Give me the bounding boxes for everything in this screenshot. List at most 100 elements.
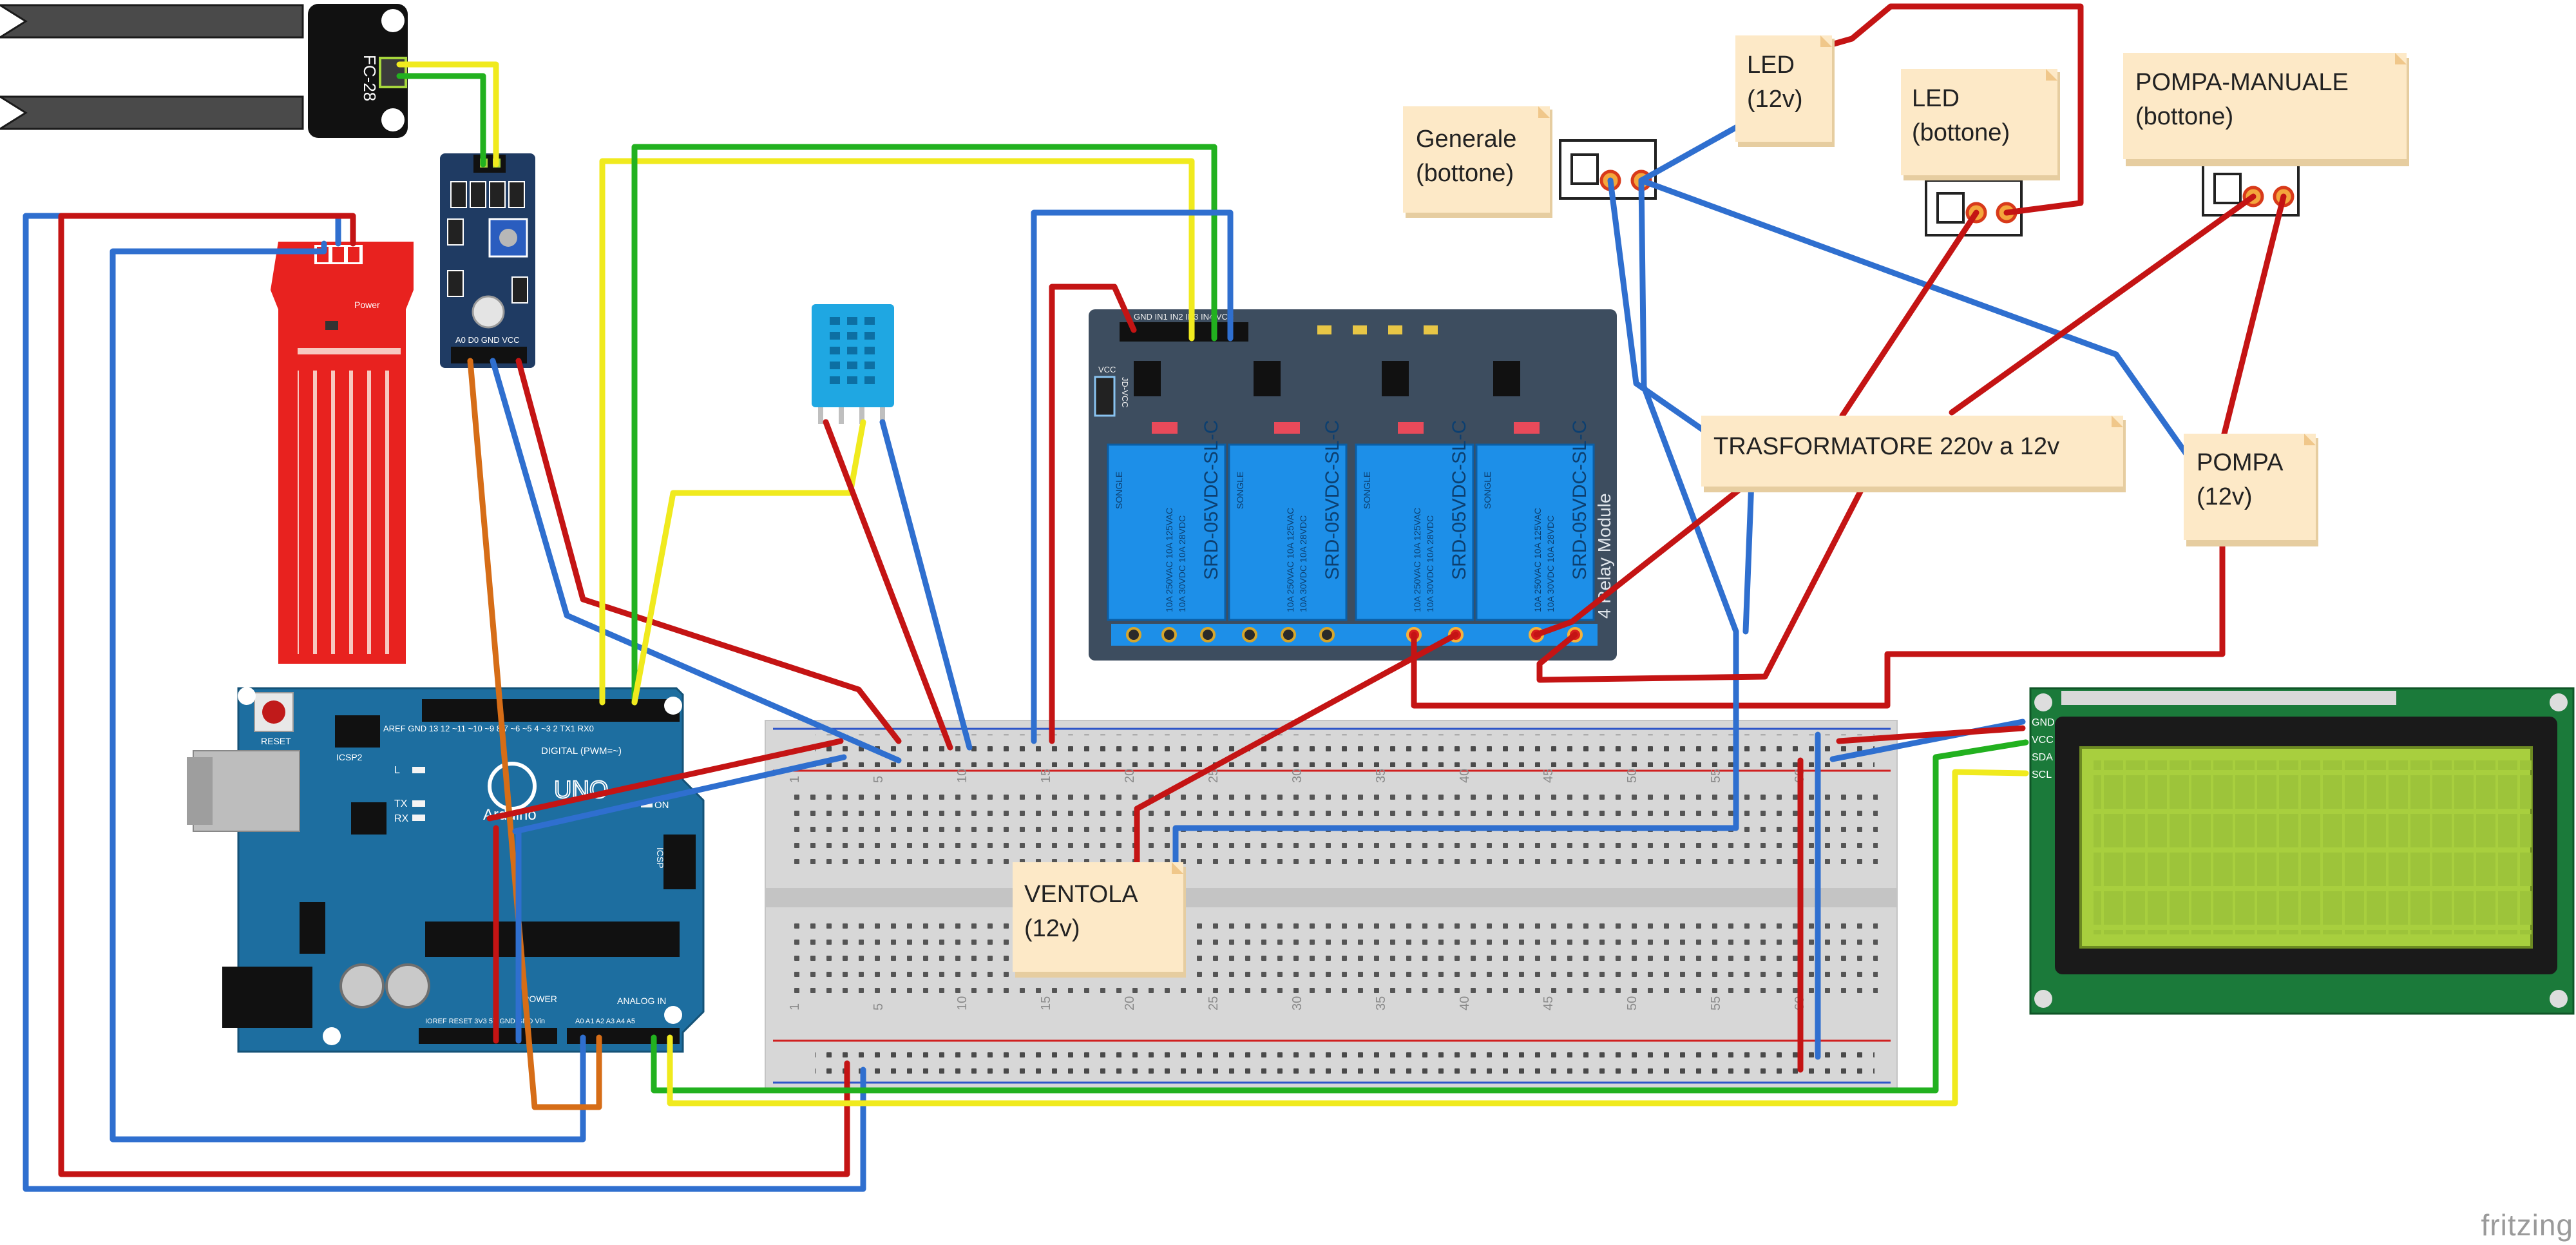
svg-text:LED(12v): LED (12v) [1747,52,1803,113]
svg-text:POMPA-MANUALE(bottone): POMPA-MANUALE (bottone) [2135,69,2349,130]
relay-block-4 [1475,443,1595,621]
breadboard-column-number: 30 [1290,769,1304,783]
breadboard-column-number: 40 [1458,769,1472,783]
relay-rating-b-3: 10A 30VDC 10A 28VDC [1425,516,1435,612]
svg-text:LED(bottone): LED (bottone) [1912,85,2010,146]
breadboard-column-number: 30 [1290,996,1304,1010]
breadboard-column-number: 15 [1039,996,1053,1010]
breadboard-column-number: 5 [872,776,886,783]
water-level-sensor: Power [271,242,414,664]
relay-model-4: SRD-05VDC-SL-C [1569,420,1590,580]
breadboard-column-number: 5 [872,1003,886,1010]
relay-block-2 [1228,443,1348,621]
svg-text:VENTOLA(12v): VENTOLA (12v) [1024,881,1138,942]
arduino-tx-label: TX [394,798,408,809]
note-generale-line1: Generale [1416,126,1516,153]
note-ventola-line1: VENTOLA [1024,881,1138,908]
note-led-bottone-line2: (bottone) [1912,119,2010,146]
relay-rating-b-2: 10A 30VDC 10A 28VDC [1298,516,1308,612]
lcd-pin-gnd: GND [2032,717,2055,728]
note-led-bottone-line1: LED [1912,85,1960,112]
soil-module-pins: A0 D0 GND VCC [455,335,520,345]
note-ventola: VENTOLA (12v) [1013,862,1186,978]
arduino-digital-label: DIGITAL (PWM=~) [541,746,622,757]
relay-block-3 [1355,443,1474,621]
relay-rating-a-4: 10A 250VAC 10A 125VAC [1532,508,1543,612]
arduino-icsp-label: ICSP [655,847,665,869]
button-pompa-manuale [2202,161,2300,217]
relay-vcc-label: VCC [1098,365,1116,374]
arduino-digital-pins: AREF GND 13 12 ~11 ~10 ~9 8 7 ~6 ~5 4 ~3… [383,724,594,733]
lcd-pin-sda: SDA [2032,752,2053,763]
note-pompa-line1: POMPA [2197,449,2284,476]
relay-brand-4: SONGLE [1482,472,1493,509]
soil-moisture-probe: FC-28 [0,4,408,138]
soil-sensor-module: A0 D0 GND VCC [440,153,535,368]
relay-rating-a-3: 10A 250VAC 10A 125VAC [1412,508,1422,612]
relay-model-1: SRD-05VDC-SL-C [1201,420,1222,580]
breadboard-column-number: 40 [1458,996,1472,1010]
breadboard-column-number: 20 [1123,996,1137,1010]
relay-rating-b-1: 10A 30VDC 10A 28VDC [1177,516,1187,612]
breadboard-column-number: 25 [1207,769,1221,783]
arduino-analog-pins: A0 A1 A2 A3 A4 A5 [575,1018,635,1025]
relay-model-2: SRD-05VDC-SL-C [1322,420,1343,580]
breadboard-column-number: 10 [955,996,969,1010]
water-sensor-label: Power [354,300,380,310]
relay-rating-b-4: 10A 30VDC 10A 28VDC [1545,516,1556,612]
arduino-rx-label: RX [394,813,409,824]
note-generale: Generale (bottone) [1403,106,1552,218]
arduino-icsp2-label: ICSP2 [336,752,363,762]
relay-block-1 [1107,443,1226,621]
note-led-12v: LED (12v) [1735,35,1835,147]
note-pompa-manuale-line2: (bottone) [2135,103,2233,130]
relay-jdvcc-label: JD-VCC [1120,377,1130,408]
note-led-bottone: LED (bottone) [1901,69,2060,180]
lcd-display: GND VCC SDA SCL [2029,687,2575,1015]
note-pompa-line2: (12v) [2197,483,2253,510]
relay-brand-2: SONGLE [1235,472,1245,509]
relay-rating-a-2: 10A 250VAC 10A 125VAC [1285,508,1295,612]
lcd-pin-vcc: VCC [2032,735,2054,746]
relay-brand-1: SONGLE [1114,472,1124,509]
breadboard-column-number: 55 [1709,996,1723,1010]
note-pompa-manuale-line1: POMPA-MANUALE [2135,69,2349,96]
breadboard-column-number: 35 [1374,996,1388,1010]
breadboard-column-number: 20 [1123,769,1137,783]
breadboard-column-number: 35 [1374,769,1388,783]
relay-module: GND IN1 IN2 IN3 IN4 VCC VCC JD-VCC [1089,309,1617,661]
arduino-l-label: L [394,765,400,776]
button-generale [1559,139,1657,200]
note-pompa-manuale: POMPA-MANUALE (bottone) [2123,53,2409,166]
breadboard-column-number: 1 [788,776,802,783]
breadboard-column-number: 45 [1541,769,1556,783]
note-trasformatore-line1: TRASFORMATORE 220v a 12v [1713,433,2059,460]
relay-model-3: SRD-05VDC-SL-C [1449,420,1470,580]
soil-probe-label: FC-28 [360,55,379,101]
breadboard-column-number: 1 [788,1003,802,1010]
breadboard-column-number: 50 [1625,996,1639,1010]
relay-rating-a-1: 10A 250VAC 10A 125VAC [1164,508,1174,612]
breadboard-column-number: 15 [1039,769,1053,783]
relay-pins-label: GND IN1 IN2 IN3 IN4 VCC [1134,312,1234,322]
fritzing-logo: fritzing [2481,1208,2573,1242]
breadboard-column-number: 50 [1625,769,1639,783]
breadboard-column-number: 55 [1709,769,1723,783]
note-generale-line2: (bottone) [1416,160,1514,187]
lcd-pin-scl: SCL [2032,769,2052,780]
note-trasformatore: TRASFORMATORE 220v a 12v [1701,416,2126,492]
svg-text:Generale(bottone): Generale (bottone) [1416,126,1516,187]
arduino-analog-label: ANALOG IN [617,996,666,1006]
note-pompa: POMPA (12v) [2184,434,2318,546]
arduino-uno: RESET ICSP2 AREF GND 13 12 ~11 ~10 ~9 8 … [187,687,705,1053]
arduino-reset-label: RESET [261,736,291,746]
note-ventola-line2: (12v) [1024,915,1080,942]
breadboard-column-number: 45 [1541,996,1556,1010]
note-led-12v-line1: LED [1747,52,1795,79]
button-led [1925,179,2023,236]
arduino-power-pins: IOREF RESET 3V3 5V GND GND Vin [425,1018,545,1025]
breadboard-column-number: 25 [1207,996,1221,1010]
note-led-12v-line2: (12v) [1747,86,1803,113]
dht-sensor [812,304,894,424]
